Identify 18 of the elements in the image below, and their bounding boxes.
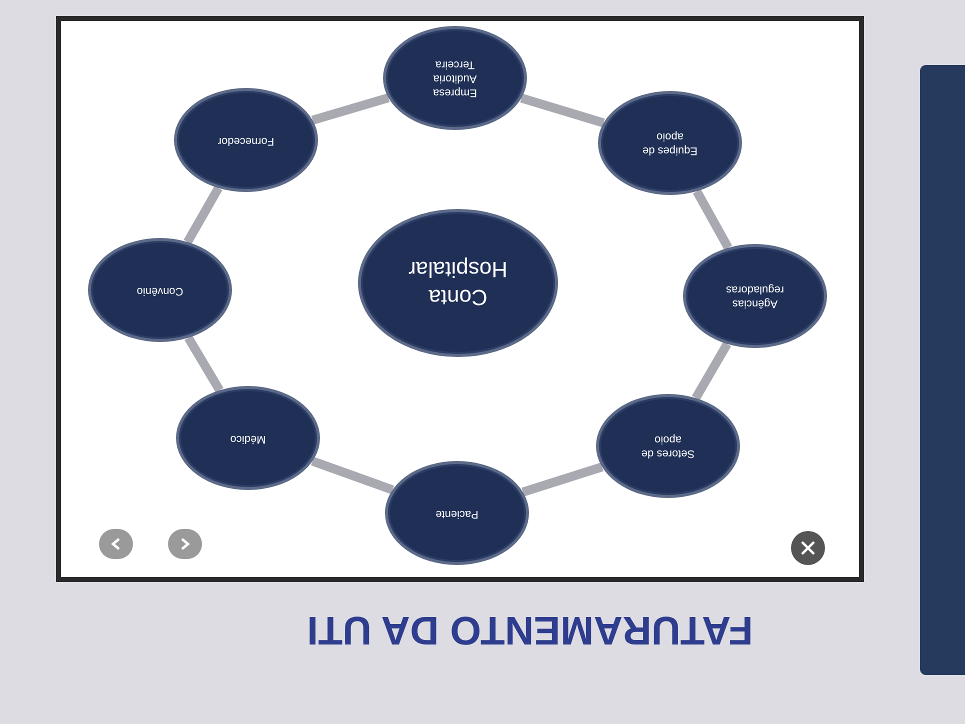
node-label: Médico (229, 432, 267, 445)
node-label: Agências reguladoras (724, 283, 786, 310)
ring-connector (692, 189, 732, 250)
node-label: Fornecedor (216, 134, 276, 147)
node-label: Setores de apoio (640, 433, 696, 460)
node-label: Equipes de apoio (641, 130, 699, 157)
node-label: Conta Hospitalar (407, 256, 509, 310)
node-label: Empresa Auditoria Terceira (432, 58, 478, 99)
ring-connector (184, 186, 222, 244)
ring-connector (692, 342, 732, 400)
ring-connector (520, 94, 605, 128)
node-label: Paciente (434, 506, 480, 520)
ring-connector (184, 335, 224, 393)
ring-connector (310, 456, 394, 494)
slide-title: FATURAMENTO DA UTI (306, 607, 754, 654)
ring-connector (311, 93, 390, 125)
ring-connector (522, 462, 604, 496)
node-label: Convênio (136, 284, 184, 297)
